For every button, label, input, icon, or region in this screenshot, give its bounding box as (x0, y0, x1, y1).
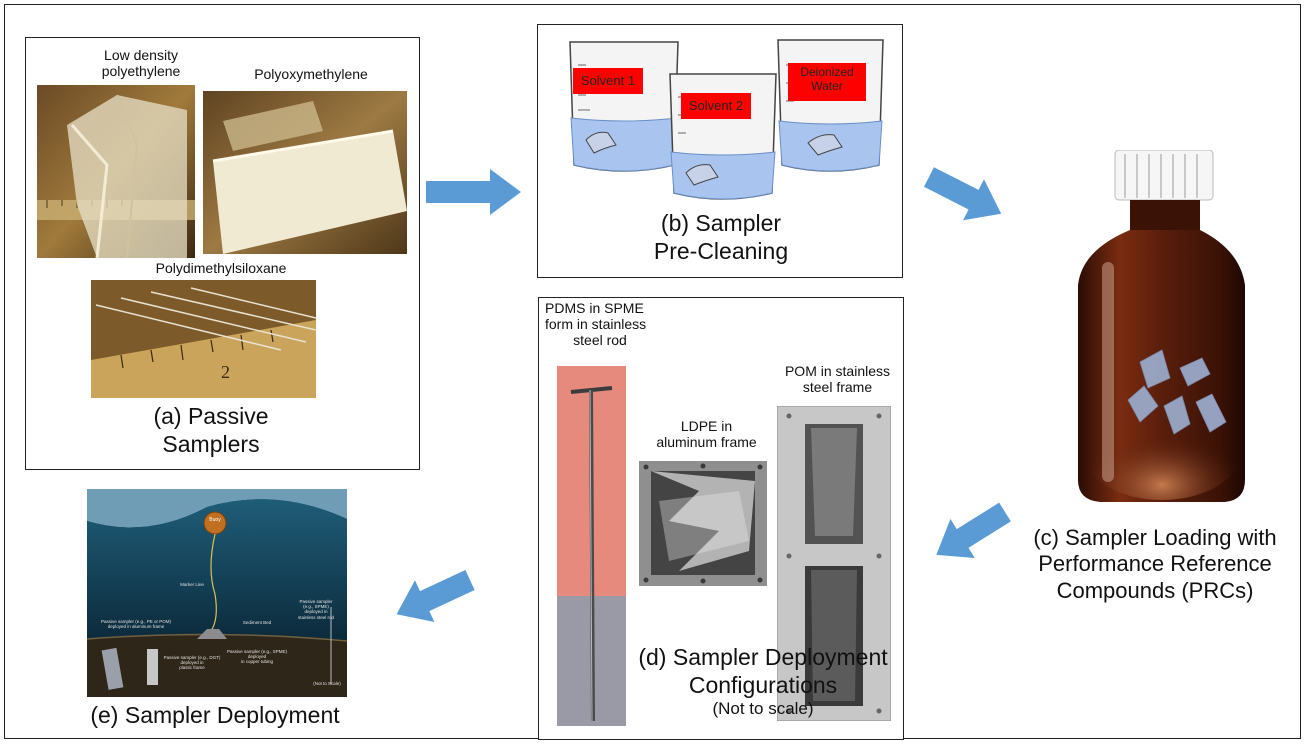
label-deionized-water: Deionized Water (788, 63, 866, 101)
panel-e-deployment: Buoy Marker Line Sediment Bed Passive sa… (87, 489, 347, 697)
deployment-illustration (87, 489, 347, 697)
label-pdms: Polydimethylsiloxane (155, 260, 287, 276)
label-ps-spme-tube: Passive sampler (e.g., SPME) deployed in… (226, 649, 288, 665)
panel-d-configurations: PDMS in SPME form in stainless steel rod… (538, 297, 904, 740)
panel-a-caption: (a) Passive Samplers (153, 403, 269, 457)
panel-c-caption: (c) Sampler Loading with Performance Ref… (1033, 525, 1277, 603)
panel-b-pre-cleaning: Solvent 1 Solvent 2 Deionized Water (b) … (537, 24, 903, 278)
ldpe-photo (37, 85, 195, 258)
label-solvent-1: Solvent 1 (573, 68, 643, 94)
pom-photo (203, 91, 407, 254)
pdms-rod-photo (557, 366, 626, 726)
label-ps-dgt: Passive sampler (e.g., DGT) deployed in … (163, 655, 221, 671)
panel-c-loading: (c) Sampler Loading with Performance Ref… (1033, 150, 1277, 603)
label-ldpe: Low density polyethylene (101, 47, 181, 80)
label-solvent-2: Solvent 2 (681, 93, 751, 119)
label-sediment-bed: Sediment Bed (242, 620, 272, 625)
label-pom-frame: POM in stainless steel frame (784, 363, 891, 396)
pom-frame-photo (777, 406, 891, 721)
beaker-3 (777, 39, 884, 172)
label-ps-pe-pom: Passive sampler (e.g., PE or POM) deploy… (100, 619, 172, 630)
panel-e-caption: (e) Sampler Deployment (90, 702, 340, 728)
label-ps-spme-rod: Passive sampler (e.g., SPME) deployed in… (297, 599, 335, 620)
svg-text:2: 2 (221, 362, 230, 382)
label-pom: Polyoxymethylene (254, 66, 368, 82)
label-buoy: Buoy (209, 517, 221, 523)
panel-a-passive-samplers: Low density polyethylene Polyoxymethylen… (25, 37, 420, 470)
label-pdms-spme: PDMS in SPME form in stainless steel rod (545, 300, 647, 349)
panel-d-caption: (d) Sampler Deployment Configurations (N… (638, 644, 888, 719)
label-ldpe-frame: LDPE in aluminum frame (656, 418, 757, 451)
label-marker-line: Marker Line (180, 582, 204, 587)
panel-b-caption: (b) Sampler Pre-Cleaning (653, 210, 789, 264)
ldpe-frame-photo (639, 461, 767, 586)
pdms-photo: 2 (91, 280, 316, 398)
beaker-1 (569, 41, 679, 172)
amber-bottle-illustration (1078, 150, 1245, 502)
label-not-to-scale-e: (Not to Scale) (313, 681, 341, 686)
